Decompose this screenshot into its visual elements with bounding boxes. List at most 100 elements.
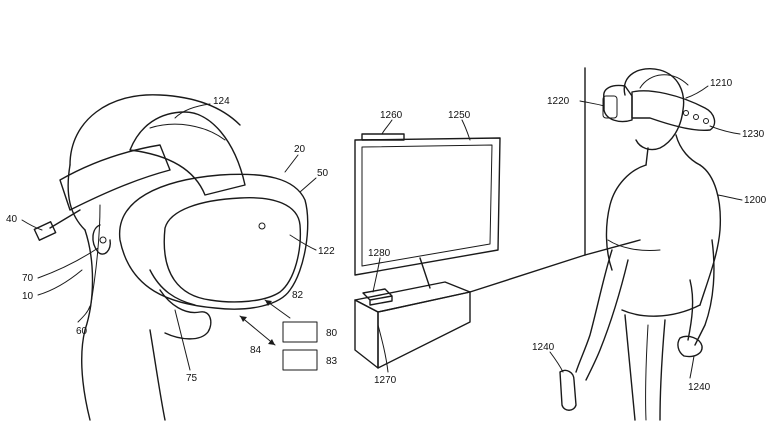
person-leg-front <box>624 314 636 421</box>
leader-1200 <box>717 194 743 201</box>
person-leg-mid <box>645 324 649 421</box>
label-1240-left: 1240 <box>532 342 555 353</box>
visor-body <box>119 173 309 310</box>
band-dot-1 <box>683 110 689 116</box>
cabinet-side <box>354 299 379 369</box>
person-arm-back-inner <box>687 279 694 341</box>
person-torso-front <box>605 164 647 271</box>
label-40: 40 <box>6 214 18 225</box>
leader-124 <box>174 103 211 119</box>
box-80 <box>282 321 318 343</box>
floor-line <box>469 254 586 293</box>
tv-base <box>419 257 431 289</box>
label-122: 122 <box>318 246 335 257</box>
rear-strap-end <box>33 221 57 241</box>
neck-front <box>149 329 166 421</box>
label-124: 124 <box>213 96 230 107</box>
light-shield <box>149 269 196 306</box>
leader-10 <box>37 269 83 296</box>
label-83: 83 <box>326 356 338 367</box>
tv-outer <box>354 137 501 276</box>
label-50: 50 <box>317 168 329 179</box>
leader-1220 <box>579 100 605 107</box>
person-neck-back <box>675 134 701 166</box>
leader-1210 <box>685 85 709 99</box>
leader-1250 <box>461 119 471 141</box>
label-1250: 1250 <box>448 110 471 121</box>
label-70: 70 <box>22 273 34 284</box>
tv-inner <box>361 144 493 267</box>
console-1280 <box>362 288 393 306</box>
leader-1270 <box>377 324 389 373</box>
room-scene-figure: 1260 1250 1280 1270 1210 1220 1230 1200 … <box>354 67 767 421</box>
label-1280: 1280 <box>368 248 391 259</box>
label-80: 80 <box>326 328 338 339</box>
cable-60 <box>89 204 101 311</box>
hmd-left-figure: 124 20 50 40 122 70 10 60 82 80 84 83 75 <box>6 94 338 421</box>
label-1200: 1200 <box>744 195 767 206</box>
band-dot-2 <box>693 114 699 120</box>
person-sleeve <box>607 239 661 251</box>
cabinet-front <box>377 291 471 369</box>
leader-70 <box>37 247 99 279</box>
person-hmd-front <box>602 95 618 119</box>
arrow-84 <box>239 315 276 346</box>
controller-left <box>559 369 577 411</box>
person-hmd-band <box>631 90 716 132</box>
crown-unit-inner <box>149 123 226 141</box>
label-10: 10 <box>22 291 34 302</box>
person-head <box>623 68 685 151</box>
label-1270: 1270 <box>374 375 397 386</box>
person-arm-front-inner <box>585 259 629 381</box>
person-leg-back <box>659 319 666 421</box>
label-75: 75 <box>186 373 198 384</box>
person-neck <box>645 147 649 166</box>
label-1220: 1220 <box>547 96 570 107</box>
label-1210: 1210 <box>710 78 733 89</box>
head-back <box>67 164 86 231</box>
label-60: 60 <box>76 326 88 337</box>
face-profile <box>159 289 212 340</box>
label-1230: 1230 <box>742 129 765 140</box>
leader-1260 <box>381 119 393 135</box>
leader-1240b <box>689 355 695 379</box>
label-1260: 1260 <box>380 110 403 121</box>
leader-40 <box>21 219 43 231</box>
leader-20 <box>284 154 299 173</box>
person-shirt-hem <box>621 304 701 317</box>
arrow-84-head-b <box>268 339 275 345</box>
wall-right-floor <box>584 239 641 256</box>
camera-1260 <box>361 133 405 141</box>
neck-back <box>81 229 94 421</box>
leader-60 <box>77 305 91 323</box>
head-band <box>59 144 171 211</box>
controller-right <box>677 335 703 358</box>
cabinet-top <box>354 281 471 313</box>
leader-1240a <box>549 351 564 373</box>
person-arm-front <box>575 249 613 373</box>
label-84: 84 <box>250 345 262 356</box>
band-dot-3 <box>703 118 709 124</box>
label-1240-right: 1240 <box>688 382 711 393</box>
person-hmd-visor <box>603 84 633 123</box>
person-hmd-top <box>639 74 689 89</box>
ear-hole <box>99 236 107 244</box>
box-83 <box>282 349 318 371</box>
leader-75 <box>174 309 191 371</box>
leader-1230 <box>709 125 741 135</box>
label-20: 20 <box>294 144 306 155</box>
leader-50 <box>299 177 317 193</box>
strap-line <box>49 209 81 229</box>
person-torso-back <box>699 164 722 306</box>
leader-1280 <box>372 257 381 293</box>
person-arm-back <box>694 239 715 346</box>
label-82: 82 <box>292 290 304 301</box>
crown-unit <box>129 111 246 196</box>
visor-sensor <box>258 222 266 230</box>
leader-122 <box>289 234 317 251</box>
head-outline <box>69 94 241 166</box>
arrow-82-head <box>265 300 272 306</box>
visor-front-plate <box>163 197 302 303</box>
arrow-84-head-a <box>240 316 247 322</box>
